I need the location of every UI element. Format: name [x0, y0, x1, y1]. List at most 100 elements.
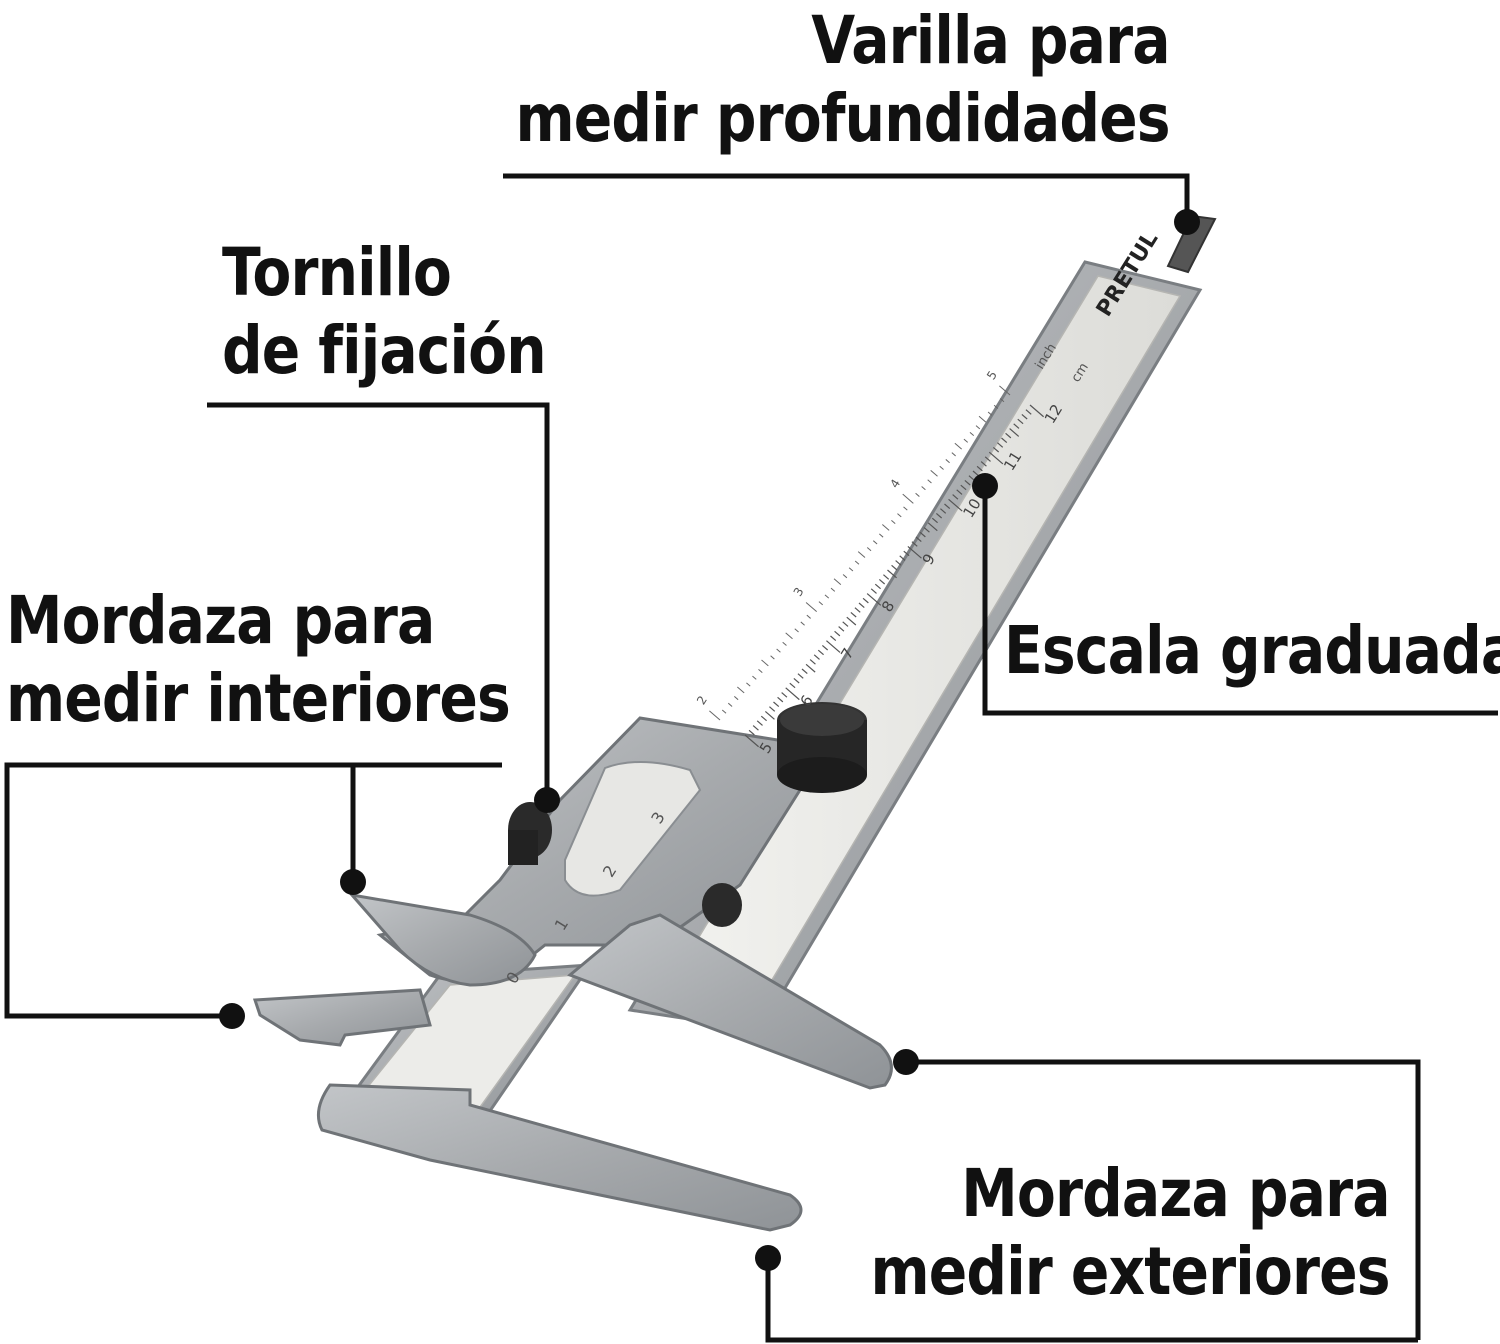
cm-tick — [760, 715, 767, 722]
leader-outside-jaw-bottom — [765, 1258, 1418, 1343]
cm-tick — [756, 720, 763, 726]
inch-tick — [734, 696, 739, 701]
cm-tick — [956, 489, 963, 495]
locking-screw-knob — [508, 802, 552, 865]
inch-tick — [903, 506, 908, 511]
inch-tick — [915, 492, 920, 497]
cm-tick — [948, 498, 963, 512]
label-scale-line1: Escala graduada — [1004, 612, 1500, 689]
cm-tick — [862, 597, 869, 604]
inch-tick — [854, 560, 860, 565]
cm-tick — [878, 578, 886, 585]
label-outside-jaw: Mordaza para medir exteriores — [871, 1155, 1391, 1311]
cm-tick — [931, 517, 938, 524]
cm-tick — [744, 734, 760, 748]
cm-tick — [769, 706, 776, 712]
inch-tick — [987, 411, 993, 416]
cm-tick — [988, 451, 1004, 465]
cm-tick — [997, 442, 1004, 448]
inch-tick — [721, 709, 727, 714]
leader-depth-rod — [503, 173, 1190, 222]
cm-tick — [874, 583, 881, 590]
inch-tick-label: 3 — [791, 585, 807, 599]
label-depth-rod-line2: medir profundidades — [515, 80, 1171, 157]
inch-tick — [902, 493, 914, 504]
cm-tick — [777, 696, 784, 703]
label-scale: Escala graduada — [1004, 612, 1500, 690]
fine-adjust-screw — [702, 883, 742, 927]
fixed-outside-jaw — [316, 1083, 803, 1232]
dot-inside-jaw-upper — [340, 869, 366, 895]
dot-scale — [972, 473, 998, 499]
label-outside-jaw-line1: Mordaza para — [961, 1155, 1391, 1232]
cm-tick — [773, 701, 780, 708]
cm-tick — [1005, 432, 1012, 439]
leader-outside-jaw-top — [906, 1059, 1421, 1340]
dot-outside-jaw-lower — [755, 1245, 781, 1271]
cm-tick — [891, 564, 898, 571]
label-lock-screw-line2: de fijación — [222, 312, 547, 389]
cm-tick — [1017, 418, 1024, 425]
inch-tick — [930, 469, 938, 477]
cm-tick — [793, 677, 800, 684]
label-inside-jaw-line1: Mordaza para — [6, 582, 435, 659]
cm-tick — [809, 659, 816, 665]
inch-tick — [954, 442, 962, 450]
cm-tick — [964, 479, 971, 486]
moving-inside-jaw — [348, 892, 537, 987]
inch-tick — [770, 655, 775, 660]
cm-tick — [842, 621, 849, 627]
inch-tick — [830, 587, 836, 592]
inch-tick — [921, 486, 926, 491]
cm-tick — [976, 465, 983, 472]
inch-tick — [824, 594, 830, 599]
cm-tick — [960, 484, 967, 491]
inch-tick — [818, 601, 824, 606]
leader-lines — [4, 173, 1498, 1343]
inch-tick — [761, 659, 769, 667]
inch-tick — [927, 479, 932, 484]
cm-tick — [919, 531, 926, 538]
cm-tick — [923, 527, 930, 533]
cm-tick — [972, 470, 979, 477]
inch-tick — [709, 710, 721, 721]
cm-tick — [866, 593, 882, 606]
cm-tick — [785, 687, 800, 701]
inch-tick — [752, 675, 757, 680]
cm-tick — [813, 654, 820, 660]
inch-tick — [866, 547, 872, 552]
moving-outside-jaw — [567, 913, 893, 1090]
cm-tick — [940, 508, 947, 514]
cm-tick — [1009, 428, 1020, 437]
cm-tick — [789, 682, 796, 689]
dot-lock-screw — [534, 787, 560, 813]
cm-tick — [854, 607, 861, 613]
fixed-inside-jaw — [252, 988, 432, 1047]
label-inside-jaw-line2: medir interiores — [6, 660, 511, 737]
inch-tick — [833, 578, 842, 585]
cm-tick — [1001, 437, 1008, 444]
cm-tick — [748, 729, 755, 736]
cm-tick — [980, 461, 987, 467]
inch-tick — [939, 465, 944, 470]
cm-tick — [1013, 423, 1020, 429]
cm-tick — [899, 555, 906, 561]
inch-tick — [872, 540, 878, 545]
inch-tick — [897, 513, 902, 518]
inch-tick-label: 2 — [694, 693, 710, 707]
cm-tick — [887, 569, 897, 579]
cm-tick — [911, 541, 918, 547]
leader-dots — [219, 209, 1200, 1271]
inch-tick — [999, 385, 1011, 396]
leader-inside-jaw — [4, 762, 502, 1019]
cm-tick — [952, 494, 959, 500]
cm-tick — [907, 545, 922, 559]
inch-tick — [882, 524, 890, 531]
inch-tick — [737, 686, 745, 694]
cm-tick — [846, 616, 857, 626]
inch-tick — [951, 452, 956, 457]
label-inside-jaw: Mordaza para medir interiores — [6, 582, 511, 738]
cm-tick — [858, 602, 865, 609]
